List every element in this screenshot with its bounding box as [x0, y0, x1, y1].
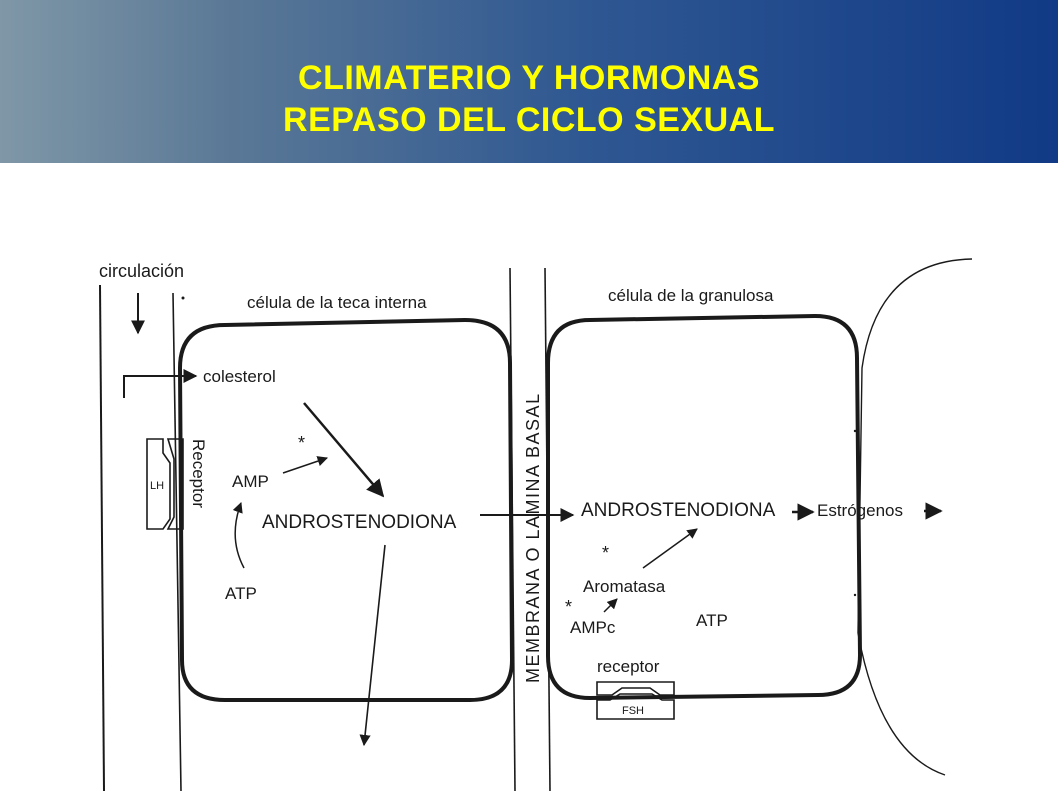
outline-dot — [853, 429, 857, 433]
cholesterol-entry-arrow — [123, 369, 198, 398]
slide-title-line-2: REPASO DEL CICLO SEXUAL — [283, 101, 775, 139]
lh-receptor: LH — [146, 438, 184, 530]
androstenedione-export-down-arrow — [359, 544, 386, 747]
cholesterol-to-androstenedione-arrow — [303, 402, 385, 498]
title-banner: CLIMATERIO Y HORMONAS REPASO DEL CICLO S… — [0, 0, 1058, 163]
fsh-receptor: FSH — [596, 681, 675, 720]
receptor-granulosa-label: receptor — [597, 657, 660, 676]
ovarian-steroidogenesis-diagram: circulación célula de la teca interna co… — [0, 163, 1058, 793]
basal-membrane-line-left — [509, 267, 516, 792]
ampc-label: AMPc — [570, 618, 616, 637]
basal-membrane-label: MEMBRANA O LAMINA BASAL — [523, 392, 543, 683]
slide-title-line-1: CLIMATERIO Y HORMONAS — [298, 59, 760, 97]
asterisk-ampc: * — [565, 597, 572, 617]
granulosa-cell-label: célula de la granulosa — [608, 286, 774, 305]
vessel-dot — [181, 296, 185, 300]
asterisk-amp: * — [298, 433, 305, 453]
amp-activation-arrow — [282, 456, 328, 474]
androstenedione-granulosa-label: ANDROSTENODIONA — [581, 500, 776, 521]
aromatase-activation-arrow — [642, 528, 698, 569]
ampc-to-aromatase-arrow — [603, 598, 618, 613]
cholesterol-label: colesterol — [203, 367, 276, 386]
aromatase-label: Aromatasa — [583, 577, 666, 596]
circulation-vessel-wall-left — [99, 284, 105, 792]
atp-to-amp-arrow — [232, 502, 245, 569]
granulosa-cell-outline — [546, 313, 863, 701]
receptor-theca-label: Receptor — [189, 439, 208, 508]
theca-cell-label: célula de la teca interna — [247, 293, 427, 312]
outline-dot — [853, 593, 857, 597]
fsh-label: FSH — [622, 705, 644, 717]
atp-theca-label: ATP — [225, 584, 257, 603]
atp-granulosa-label: ATP — [696, 611, 728, 630]
asterisk-aromatase: * — [602, 543, 609, 563]
circulation-label: circulación — [99, 261, 184, 281]
theca-cell-outline — [177, 317, 515, 702]
follicle-outline — [857, 258, 973, 776]
androstenedione-theca-label: ANDROSTENODIONA — [262, 512, 457, 533]
amp-label: AMP — [232, 472, 269, 491]
lh-label: LH — [150, 480, 164, 492]
